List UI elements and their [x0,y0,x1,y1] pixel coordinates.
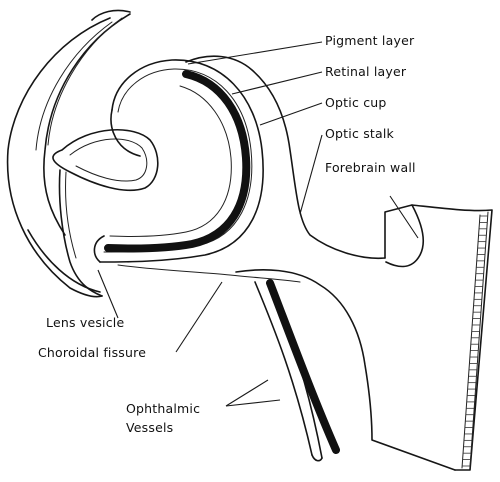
ophthalmic-vessels [254,279,340,462]
label-lens-vesicle: Lens vesicle [46,315,124,330]
optic-stalk [185,55,456,471]
retinal-inner-edge [109,85,232,238]
retinal-layer-band [104,70,251,253]
label-optic-stalk: Optic stalk [325,126,395,141]
label-choroidal-fissure: Choroidal fissure [38,345,146,360]
label-vessels: Vessels [126,420,173,435]
choroidal-fissure-edge [117,264,301,283]
pigment-layer-wall [99,59,264,263]
lens-vesicle-shape [52,128,159,297]
label-retinal-layer: Retinal layer [325,64,407,79]
label-ophthalmic: Ophthalmic [126,401,200,416]
leader-lines [97,41,419,407]
surface-ectoderm [6,9,131,298]
optic-cup-rim [93,109,141,263]
forebrain-wall [384,204,493,471]
label-forebrain-wall: Forebrain wall [325,160,416,175]
label-pigment-layer: Pigment layer [325,33,415,48]
label-optic-cup: Optic cup [325,95,387,110]
